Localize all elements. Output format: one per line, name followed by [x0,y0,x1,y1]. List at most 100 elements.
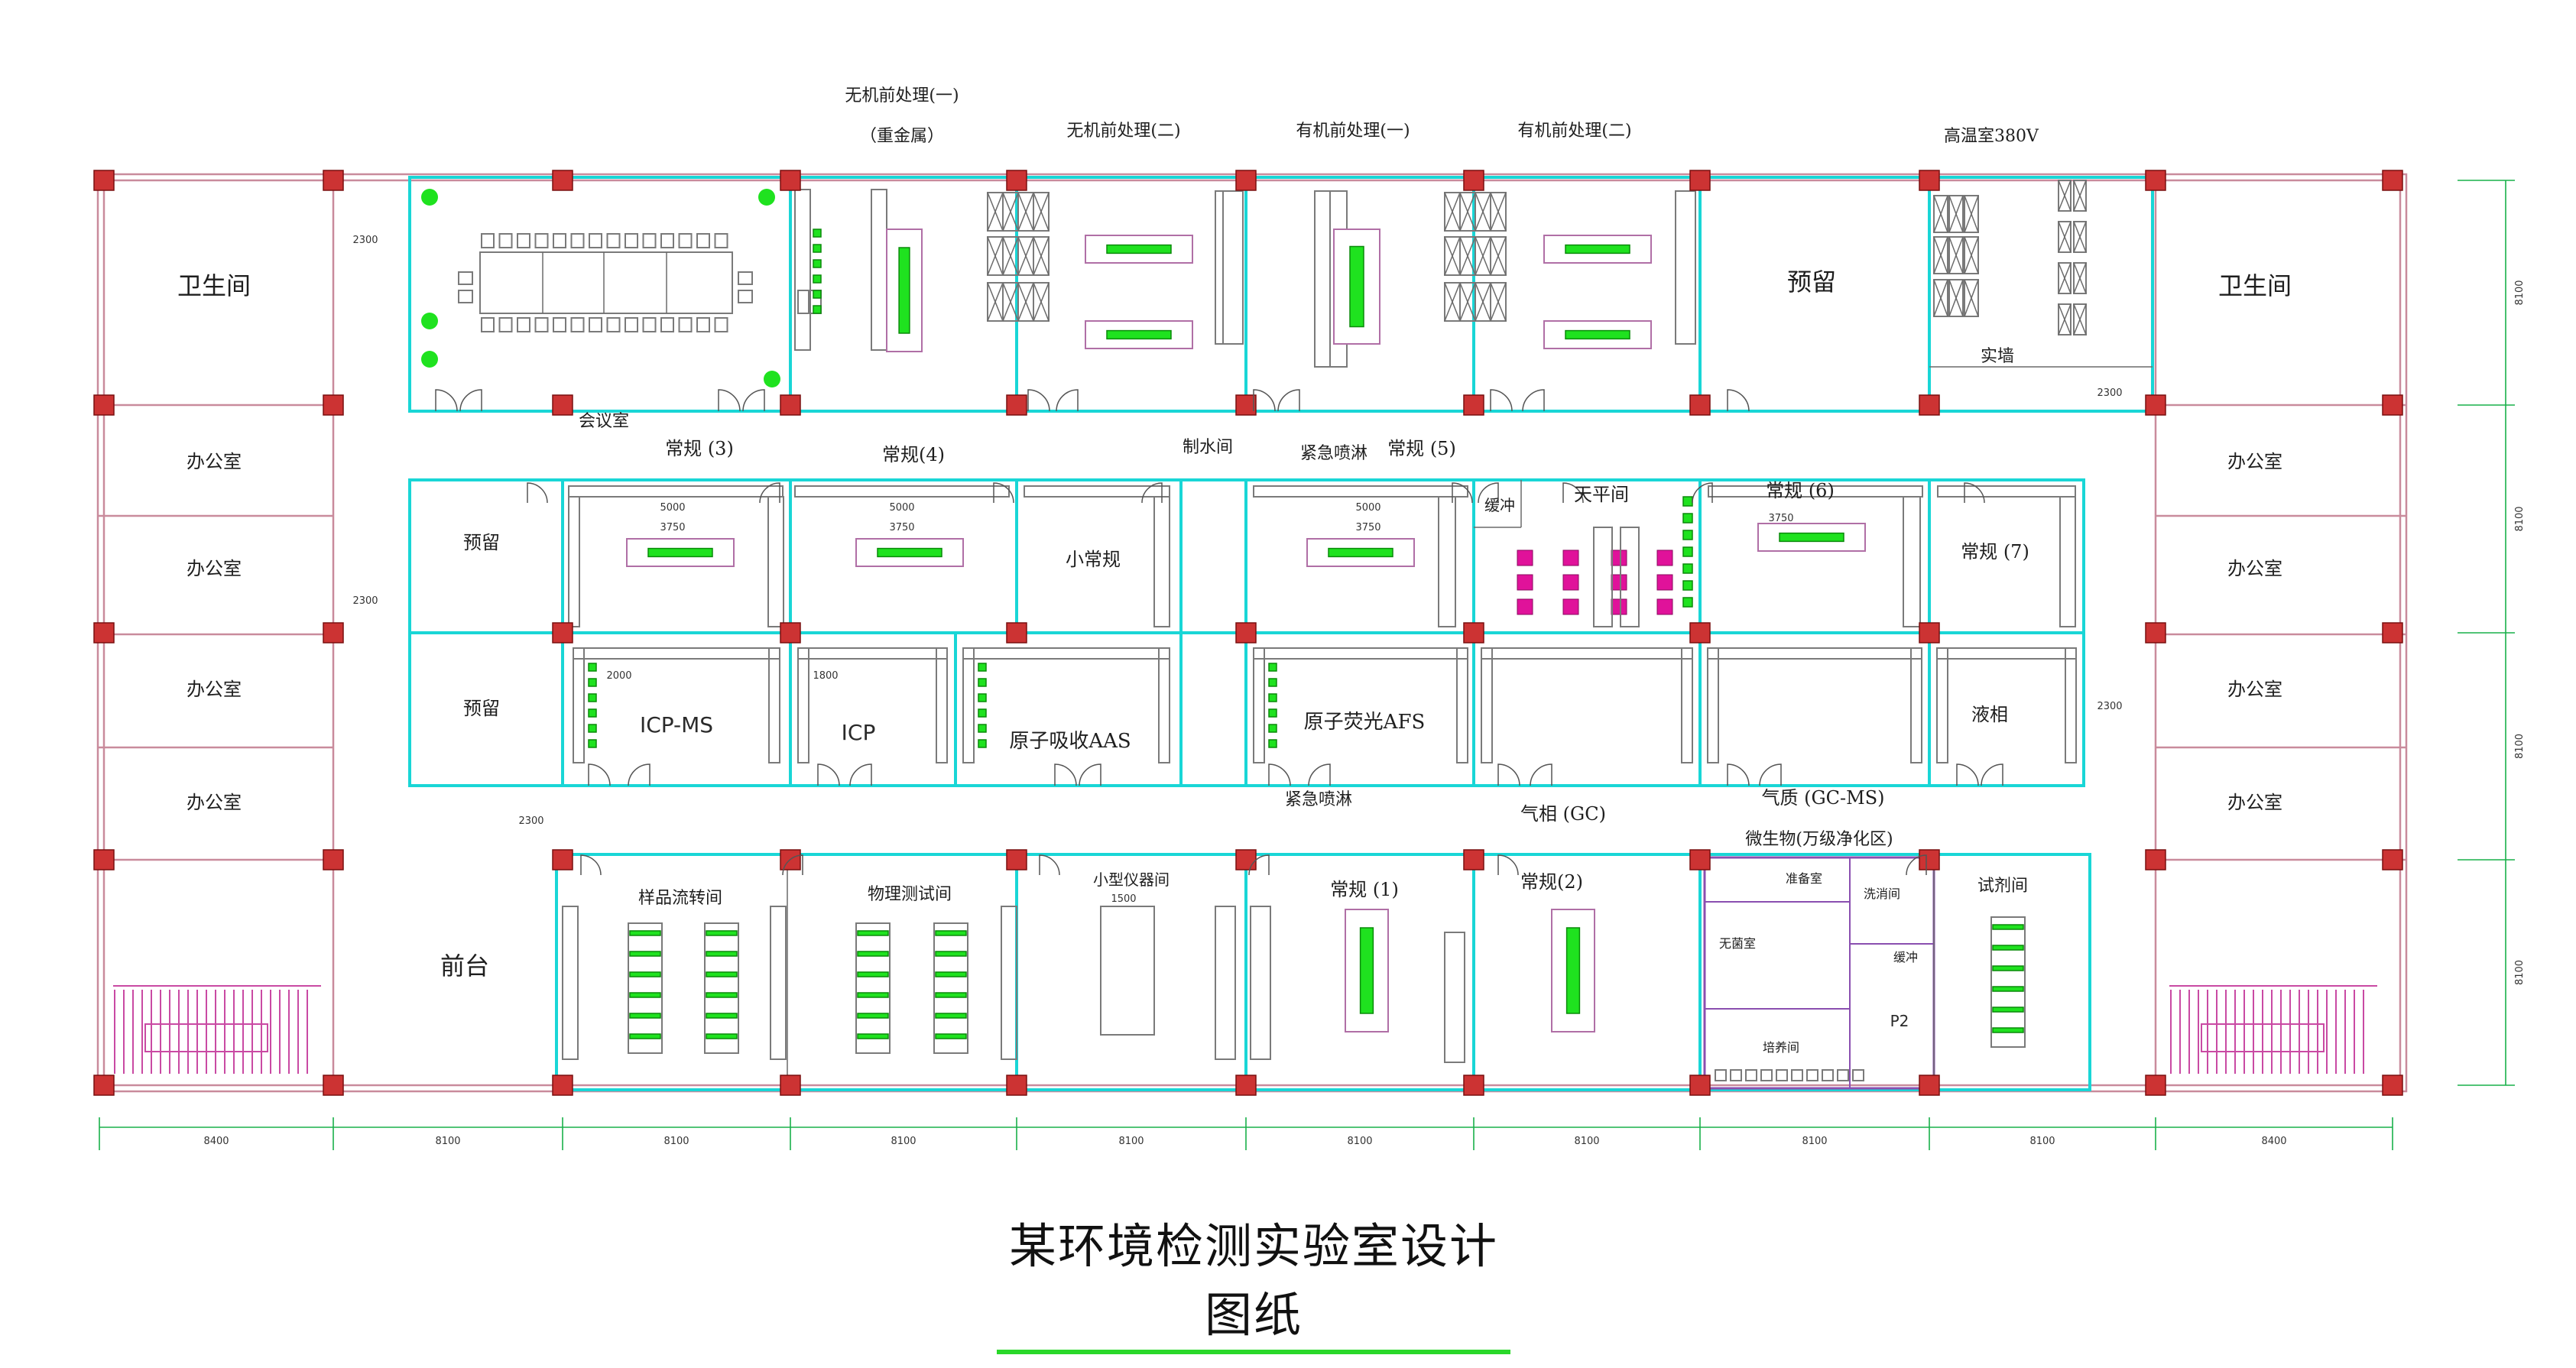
lab-bench [1024,485,1170,498]
room-label-icpms: ICP-MS [640,712,713,737]
lab-bench [1481,647,1493,763]
lab-bench [770,906,787,1060]
top-label-youjiqian1: 有机前处理(一) [1296,122,1410,141]
shelf [706,971,738,977]
outlet-icon [588,663,597,672]
door-swing [1490,389,1513,412]
door-swing [1727,763,1750,786]
shelf [1992,945,2024,951]
outlet-icon [1682,597,1693,608]
lab-bench [794,189,811,351]
dimension-value: 2300 [352,595,378,607]
lab-bench [962,647,1170,660]
dimension-value: 5000 [660,502,685,514]
lab-bench [2059,496,2076,627]
structural-column [93,1075,115,1096]
stairs-left [113,985,321,1074]
door-swing [1956,763,1979,786]
right-wing-partitions [2154,174,2406,1091]
room-label-qiantai: 前台 [440,951,489,981]
dimension-value: 8100 [1347,1136,1372,1147]
room-label-yuliu-2: 预留 [463,698,500,719]
structural-column [552,849,573,870]
structural-column [1006,394,1027,416]
structural-column [780,622,801,643]
title-block: 某环境检测实验室设计图纸 [986,1208,1521,1354]
chair [553,317,566,332]
structural-column [93,394,115,416]
structural-column [323,622,344,643]
top-labels: 无机前处理(一)（重金属）无机前处理(二)有机前处理(一)有机前处理(二)高温室… [845,86,2039,146]
structural-column [323,394,344,416]
storage-cabinet [1948,279,1964,317]
outlet-icon [978,678,987,687]
lab-bench [1936,647,1948,763]
room-label-qixiang: 气相 (GC) [1520,803,1606,825]
chair [696,317,710,332]
outlet-icon [813,259,822,268]
dimension-value: 5000 [1355,502,1380,514]
balance-table [1517,598,1533,615]
room-label-office-l2: 办公室 [187,558,242,579]
room-label-zhishuijian: 制水间 [1183,438,1233,457]
room-label-changgui1: 常规 (1) [1330,879,1399,900]
room-label-qizhi: 气质 (GC-MS) [1761,787,1884,809]
fume-hood-sash [877,547,942,558]
storage-cabinet [2058,180,2072,212]
chair [517,317,530,332]
outlet-icon [1268,678,1277,687]
plant-icon [421,351,438,368]
chair [498,233,513,248]
door-swing [1054,763,1077,786]
room-label-yuliu-1: 预留 [463,532,500,553]
lab-bench [568,496,580,627]
fume-hood-sash [1359,927,1374,1014]
door-swing [1268,763,1291,786]
lab-bench [1707,647,1922,660]
structural-column [1006,622,1027,643]
outlet-icon [588,693,597,702]
chair [481,317,495,332]
room-label-zhunbeishi: 准备室 [1786,871,1822,886]
lab-bench [1253,647,1265,763]
storage-cabinet [1033,282,1050,322]
doors [435,389,2003,876]
dimension-value: 8400 [2261,1136,2286,1147]
shelf [1992,986,2024,992]
structural-column [1235,394,1257,416]
room-label-afs: 原子荧光AFS [1304,711,1426,734]
lab-bench [1153,496,1170,627]
balance-table [1562,574,1579,591]
room-label-changgui4: 常规(4) [882,444,945,465]
storage-cabinet [1490,192,1507,232]
outlet-icon [813,305,822,314]
chair [570,317,585,332]
structural-column [1689,1075,1711,1096]
lab-bench [1910,647,1922,763]
door-swing [459,389,482,412]
room-label-changgui2: 常规(2) [1520,871,1583,893]
top-label-zhongjinshu: （重金属） [860,127,944,146]
room-label-icp: ICP [842,720,876,745]
shelf [857,992,889,998]
shelf [629,951,661,957]
balance-table [1656,549,1673,566]
lab-bench [1215,190,1224,345]
door-swing [1478,482,1499,504]
structural-column [323,1075,344,1096]
lab-bench [797,290,809,314]
shelf [1992,965,2024,971]
chair [517,233,530,248]
structural-column [1919,622,1940,643]
chair [678,317,693,332]
dimension-value: 8100 [1118,1136,1144,1147]
shelf [857,1033,889,1039]
structural-column [1463,1075,1484,1096]
structural-column [93,849,115,870]
structural-column [2145,622,2166,643]
dimension-value: 8400 [203,1136,229,1147]
chair [458,271,473,285]
structural-column [1235,622,1257,643]
top-label-wujiqian1: 无机前处理(一) [845,86,959,105]
